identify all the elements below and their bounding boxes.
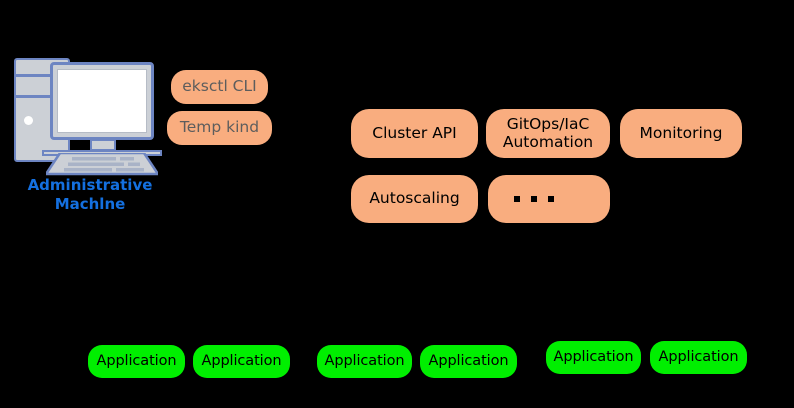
computer-keyboard: [46, 153, 158, 176]
computer-monitor: [50, 62, 154, 140]
application-pill[interactable]: Application: [193, 345, 290, 378]
admin-machine-label-line2: Machlne: [54, 194, 126, 213]
application-pill[interactable]: Application: [650, 341, 747, 374]
ellipsis-icon: [514, 196, 554, 202]
component-pill-monitoring[interactable]: Monitoring: [620, 109, 742, 158]
component-label-line1: GitOps/IaC: [506, 115, 590, 134]
application-pill[interactable]: Application: [317, 345, 412, 378]
component-pill-autoscaling[interactable]: Autoscaling: [351, 175, 478, 223]
power-button-icon: [24, 116, 33, 125]
application-pill[interactable]: Application: [546, 341, 641, 374]
desktop-computer-icon: [12, 58, 164, 176]
admin-machine-label: Administrative Machlne: [10, 176, 170, 214]
computer-screen: [57, 69, 147, 133]
component-pill-gitops-iac-automation[interactable]: GitOps/IaC Automation: [486, 109, 610, 158]
tool-pill-temp-kind[interactable]: Temp kind: [167, 111, 272, 145]
admin-machine-label-line1: Administrative: [27, 176, 153, 194]
tool-pill-eksctl-cli[interactable]: eksctl CLI: [171, 70, 268, 104]
application-pill[interactable]: Application: [88, 345, 185, 378]
component-pill-cluster-api[interactable]: Cluster API: [351, 109, 478, 158]
component-pill-ellipsis[interactable]: [488, 175, 610, 223]
application-pill[interactable]: Application: [420, 345, 517, 378]
component-label-line2: Automation: [502, 132, 594, 151]
